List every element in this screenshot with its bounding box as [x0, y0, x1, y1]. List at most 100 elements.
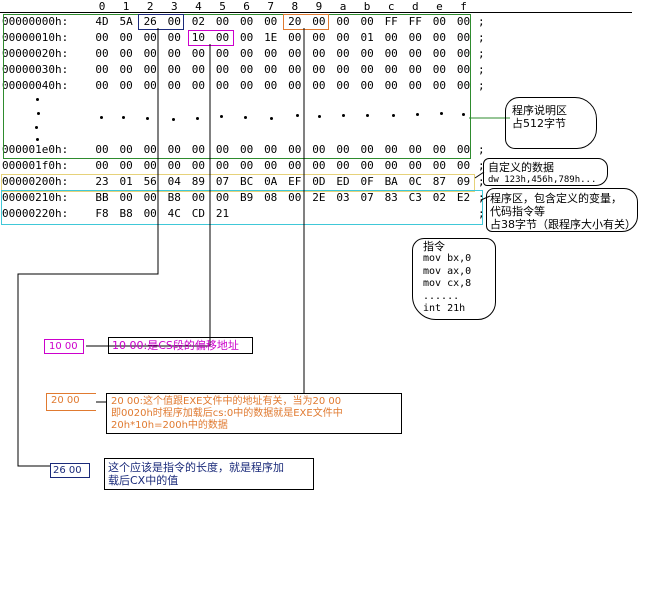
- hex-byte: 00: [384, 63, 398, 76]
- hex-byte: 00: [215, 79, 230, 92]
- instruction-line: mov cx,8: [423, 278, 472, 289]
- hex-byte: 00: [360, 159, 374, 172]
- hex-byte: 00: [360, 47, 374, 60]
- hex-byte: 00: [288, 191, 302, 204]
- highlight-20-00: [283, 14, 329, 30]
- hex-byte: 0D: [312, 175, 326, 188]
- hex-byte: 00: [239, 63, 254, 76]
- hex-byte: 00: [239, 143, 254, 156]
- hex-byte: 89: [191, 175, 206, 188]
- column-header-9: 9: [315, 0, 323, 13]
- hex-byte: 4C: [167, 207, 181, 220]
- hex-byte: 00: [119, 79, 133, 92]
- hex-byte: 00: [288, 143, 302, 156]
- program-area-callout-line3: 占38字节（跟程序大小有关）: [490, 218, 636, 231]
- hex-byte: 00: [384, 159, 398, 172]
- hex-byte: 00: [288, 31, 302, 44]
- hex-row-address: 000001f0h:: [2, 159, 69, 172]
- hex-row-address: 00000010h:: [2, 31, 69, 44]
- hex-byte: F8: [95, 207, 109, 220]
- hex-byte: 00: [95, 159, 109, 172]
- hex-byte: 00: [143, 159, 157, 172]
- hex-byte: 00: [456, 47, 471, 60]
- column-header-f: f: [460, 0, 467, 13]
- hex-byte: 20: [288, 15, 302, 28]
- row-semicolon: ;: [478, 191, 485, 204]
- hex-byte: 00: [119, 159, 133, 172]
- hex-byte: 87: [432, 175, 447, 188]
- hex-byte: 00: [432, 47, 447, 60]
- hex-byte: 00: [143, 63, 157, 76]
- hex-byte: 00: [143, 79, 157, 92]
- hex-byte: 00: [312, 143, 326, 156]
- hex-byte: 26: [143, 15, 157, 28]
- hex-byte: 01: [119, 175, 133, 188]
- hex-byte: 00: [288, 47, 302, 60]
- hex-byte: 00: [336, 15, 350, 28]
- hex-byte: 83: [384, 191, 398, 204]
- hex-byte: FF: [408, 15, 422, 28]
- hex-byte: 00: [167, 63, 181, 76]
- row-semicolon: ;: [478, 175, 485, 188]
- instructions-callout-title: 指令: [423, 240, 445, 253]
- hex-byte: 00: [167, 159, 181, 172]
- hex-byte: 00: [119, 63, 133, 76]
- hex-byte: 00: [384, 143, 398, 156]
- hex-byte: 02: [191, 15, 206, 28]
- hex-byte: 00: [119, 143, 133, 156]
- hex-byte: 00: [264, 15, 278, 28]
- hex-byte: 00: [264, 79, 278, 92]
- column-header-4: 4: [195, 0, 202, 13]
- hex-byte: 00: [456, 79, 471, 92]
- hex-byte: 00: [360, 63, 374, 76]
- hex-row-address: 00000220h:: [2, 207, 69, 220]
- hex-byte: FF: [384, 15, 398, 28]
- hex-byte: 04: [167, 175, 181, 188]
- hex-row-address: 00000200h:: [2, 175, 69, 188]
- hex-byte: 4D: [95, 15, 109, 28]
- hex-byte: 00: [191, 79, 206, 92]
- hex-byte: 00: [312, 63, 326, 76]
- hex-byte: 00: [191, 143, 206, 156]
- program-header-callout-line2: 占512字节: [512, 117, 566, 130]
- hex-byte: 00: [456, 63, 471, 76]
- hex-byte: 00: [408, 143, 422, 156]
- hex-byte: 00: [239, 47, 254, 60]
- column-header-8: 8: [291, 0, 299, 13]
- hex-byte: 00: [336, 63, 350, 76]
- hex-byte: 00: [239, 159, 254, 172]
- header-underline: [0, 12, 632, 13]
- hex-byte: B8: [167, 191, 181, 204]
- hex-byte: 00: [336, 31, 350, 44]
- hex-byte: 00: [336, 159, 350, 172]
- custom-data-callout-line: dw 123h,456h,789h...: [488, 175, 597, 185]
- hex-byte: 00: [143, 31, 157, 44]
- hex-row-address: 00000040h:: [2, 79, 69, 92]
- hex-byte: 5A: [119, 15, 133, 28]
- hex-byte: 00: [456, 143, 471, 156]
- hex-byte: 00: [95, 47, 109, 60]
- hex-byte: 00: [288, 63, 302, 76]
- hex-row-address: 00000000h:: [2, 15, 69, 28]
- hex-byte: 00: [312, 15, 326, 28]
- hex-byte: B9: [239, 191, 254, 204]
- hex-byte: 00: [143, 47, 157, 60]
- row-semicolon: ;: [478, 47, 485, 60]
- column-header-3: 3: [170, 0, 178, 13]
- hex-byte: 00: [167, 143, 181, 156]
- row-semicolon: ;: [478, 159, 485, 172]
- program-code-region-box: [1, 190, 483, 225]
- hex-byte: 00: [167, 31, 181, 44]
- hex-byte: 00: [312, 31, 326, 44]
- hex-byte: 00: [408, 63, 422, 76]
- hex-byte: 0A: [264, 175, 278, 188]
- hex-byte: 00: [215, 15, 230, 28]
- hex-byte: 02: [432, 191, 447, 204]
